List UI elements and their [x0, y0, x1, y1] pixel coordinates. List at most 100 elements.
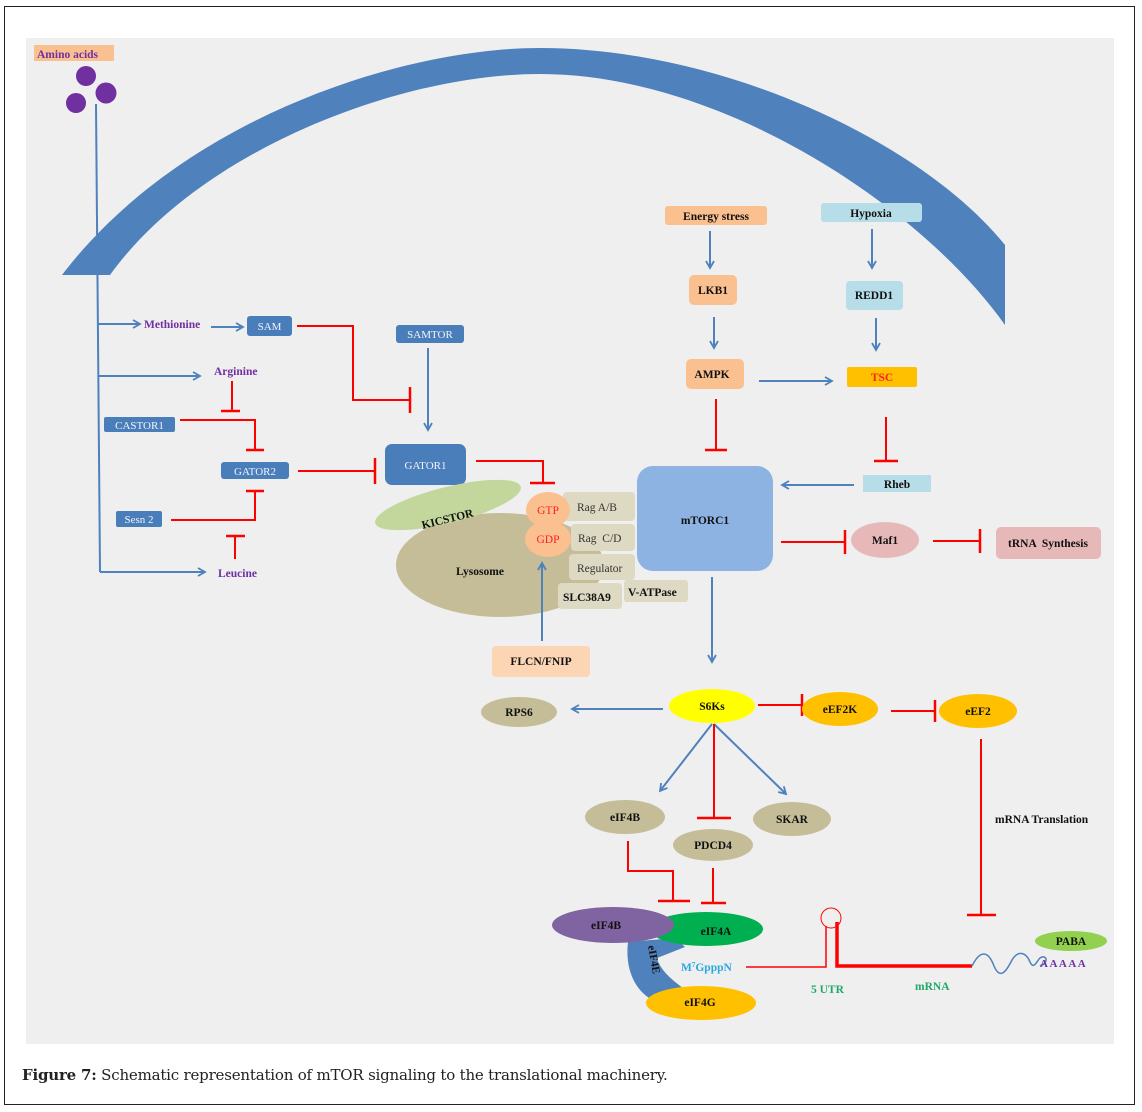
trna-synthesis-node — [996, 527, 1101, 559]
lkb1-label: LKB1 — [698, 285, 728, 297]
rag-ab-node — [563, 492, 635, 521]
sam-node — [247, 316, 292, 336]
pdcd4-node — [673, 829, 753, 861]
amino-acid-icon — [76, 66, 96, 86]
tsc-node — [847, 367, 917, 387]
lkb1-node — [689, 275, 737, 305]
ampk-node — [686, 359, 744, 389]
amino-acid-trunk-line — [95, 103, 101, 573]
rag-cd-node — [571, 524, 635, 551]
methionine-label: Methionine — [144, 319, 200, 331]
eif4b-node — [552, 907, 674, 943]
rag-cd-label: Rag C/D — [578, 533, 621, 545]
rheb-label: Rheb — [884, 479, 910, 491]
gator2-label: GATOR2 — [234, 466, 276, 478]
eif4b-top-label: eIF4B — [610, 812, 640, 824]
mrna-label: mRNA — [915, 981, 950, 993]
figure-caption-label: Figure 7: — [22, 1066, 97, 1084]
cell-membrane-arc — [62, 48, 1005, 325]
amino-acid-icon — [66, 93, 86, 113]
castor1-label: CASTOR1 — [115, 420, 164, 432]
gdp-node — [525, 521, 571, 557]
trna-synthesis-label: tRNA Synthesis — [1008, 538, 1088, 550]
inhibit-sam-to-gator1 — [297, 325, 410, 401]
eif4a-label: eIF4A — [701, 926, 732, 938]
energy-stress-label: Energy stress — [683, 211, 749, 223]
regulator-label: Regulator — [577, 563, 623, 575]
skar-node — [753, 802, 831, 836]
inhibit-sesn2-to-gator2 — [171, 491, 256, 521]
gtp-node — [526, 492, 570, 528]
rps6-node — [481, 697, 557, 727]
maf1-node — [851, 522, 919, 558]
mtorc1-node — [637, 466, 773, 571]
polya-tail-label: AAAAA — [1040, 958, 1087, 970]
flcn-fnip-label: FLCN/FNIP — [510, 656, 571, 668]
eif4b-label: eIF4B — [591, 920, 621, 932]
utr-stem — [835, 922, 972, 968]
eif4g-label: eIF4G — [684, 997, 715, 1009]
tsc-label: TSC — [871, 372, 893, 384]
lysosome-label: Lysosome — [456, 566, 504, 578]
samtor-node — [396, 325, 464, 343]
energy-stress-node — [665, 206, 767, 225]
eif4g-node — [646, 986, 756, 1020]
s6ks-node — [669, 689, 755, 723]
hypoxia-node — [821, 203, 922, 222]
gator2-node — [221, 462, 289, 479]
mrna-translation-label: mRNA Translation — [995, 814, 1089, 826]
paba-node — [1035, 931, 1107, 951]
kicstor-node — [375, 479, 521, 531]
leucine-label: Leucine — [218, 568, 257, 580]
arrow-s6ks-to-skar — [713, 723, 788, 796]
s6ks-label: S6Ks — [699, 701, 725, 713]
sesn2-label: Sesn 2 — [124, 514, 153, 526]
eef2-node — [939, 694, 1017, 728]
arrow-s6ks-to-eif4b — [658, 723, 713, 793]
utr5-label: 5 UTR — [811, 984, 845, 996]
gator1-label: GATOR1 — [405, 460, 447, 472]
sesn2-node — [116, 511, 162, 527]
skar-label: SKAR — [776, 814, 809, 826]
sam-label: SAM — [258, 321, 282, 333]
arginine-label: Arginine — [214, 366, 257, 378]
hypoxia-label: Hypoxia — [850, 208, 892, 220]
figure-caption-text: Schematic representation of mTOR signali… — [96, 1066, 668, 1084]
rag-ab-label: Rag A/B — [577, 502, 617, 514]
gdp-label: GDP — [536, 534, 559, 546]
eif4b-top-node — [585, 800, 665, 834]
cap-to-utr-line — [746, 926, 827, 968]
inhibit-eif4b-to-complex — [627, 841, 674, 900]
v-atpase-node — [624, 580, 688, 602]
rheb-node — [863, 475, 931, 492]
v-atpase-label: V-ATPase — [628, 587, 677, 599]
slc38a9-node — [558, 583, 622, 609]
flcn-fnip-node — [492, 646, 590, 677]
pdcd4-label: PDCD4 — [694, 840, 732, 852]
slc38a9-label: SLC38A9 — [563, 592, 611, 604]
gtp-label: GTP — [537, 505, 559, 517]
figure-caption: Figure 7: Schematic representation of mT… — [22, 1066, 668, 1084]
paba-label: PABA — [1056, 936, 1087, 948]
inhibit-gator1-to-rag — [476, 460, 544, 483]
amino-acids-label: Amino acids — [37, 49, 99, 61]
redd1-label: REDD1 — [855, 290, 894, 302]
gator1-node — [385, 444, 466, 485]
utr-hairpin-loop — [820, 907, 842, 929]
amino-acids-label-box — [34, 45, 114, 61]
castor1-node — [104, 417, 175, 432]
rps6-label: RPS6 — [505, 707, 533, 719]
eif4a-node — [649, 912, 763, 946]
eef2k-label: eEF2K — [823, 704, 858, 716]
mrna-wave — [971, 952, 1047, 975]
regulator-node — [569, 554, 635, 580]
inhibit-castor1-to-gator2 — [180, 419, 256, 450]
m7gpppn-label: M7GpppN — [681, 961, 732, 974]
maf1-label: Maf1 — [872, 535, 898, 547]
eef2k-node — [802, 692, 878, 726]
eif4e-label: eIF4E — [645, 944, 662, 974]
samtor-label: SAMTOR — [407, 329, 453, 341]
amino-acid-icon — [95, 82, 117, 104]
ampk-label: AMPK — [694, 369, 729, 381]
